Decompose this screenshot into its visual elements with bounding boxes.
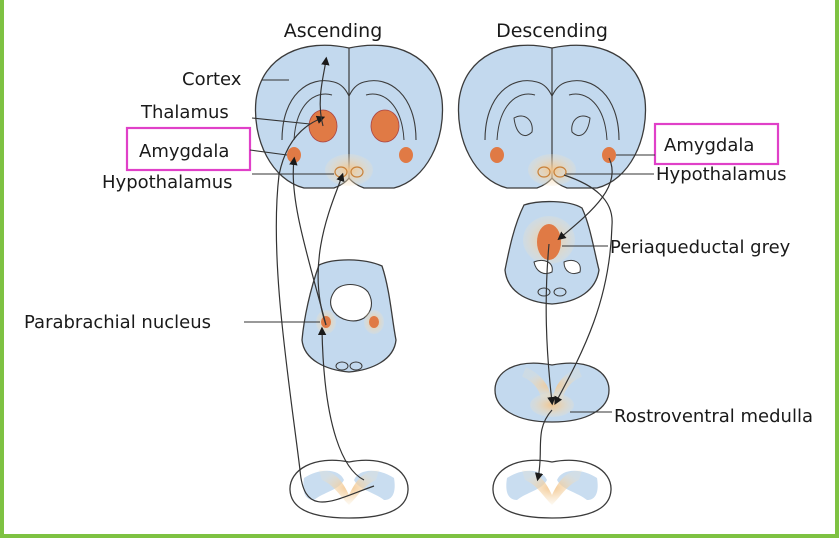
label-hypothalamus-right: Hypothalamus bbox=[656, 164, 786, 185]
label-cortex: Cortex bbox=[182, 69, 242, 90]
thalamus-nucleus-right bbox=[371, 110, 399, 142]
descending-medulla bbox=[495, 363, 609, 422]
amygdala-nucleus-desc-left bbox=[490, 147, 504, 163]
heading-descending: Descending bbox=[496, 20, 608, 42]
label-amygdala-right: Amygdala bbox=[664, 135, 754, 156]
ascending-pons bbox=[302, 260, 396, 372]
label-parabrachial: Parabrachial nucleus bbox=[24, 312, 211, 333]
descending-brain bbox=[458, 45, 645, 188]
periaqueductal-grey-nucleus bbox=[537, 224, 561, 260]
hypothalamus-region-desc bbox=[528, 154, 576, 186]
heading-ascending: Ascending bbox=[284, 20, 383, 42]
hypothalamus-region bbox=[325, 154, 373, 186]
label-hypothalamus-left: Hypothalamus bbox=[102, 172, 232, 193]
label-periaqueductal: Periaqueductal grey bbox=[610, 237, 791, 258]
label-thalamus: Thalamus bbox=[140, 102, 229, 123]
ascending-spinal-cord bbox=[290, 460, 408, 518]
parabrachial-nucleus-left bbox=[321, 316, 331, 328]
label-amygdala-left: Amygdala bbox=[139, 141, 229, 162]
amygdala-nucleus-desc-right bbox=[602, 147, 616, 163]
rostroventral-medulla-nucleus bbox=[530, 393, 574, 417]
descending-spinal-cord bbox=[493, 460, 611, 518]
ascending-brain bbox=[255, 45, 442, 188]
amygdala-nucleus-right bbox=[399, 147, 413, 163]
parabrachial-nucleus-right bbox=[369, 316, 379, 328]
label-rostroventral: Rostroventral medulla bbox=[614, 406, 813, 427]
pain-pathway-diagram: Ascending Descending Cortex Thalamus Amy… bbox=[4, 0, 839, 538]
